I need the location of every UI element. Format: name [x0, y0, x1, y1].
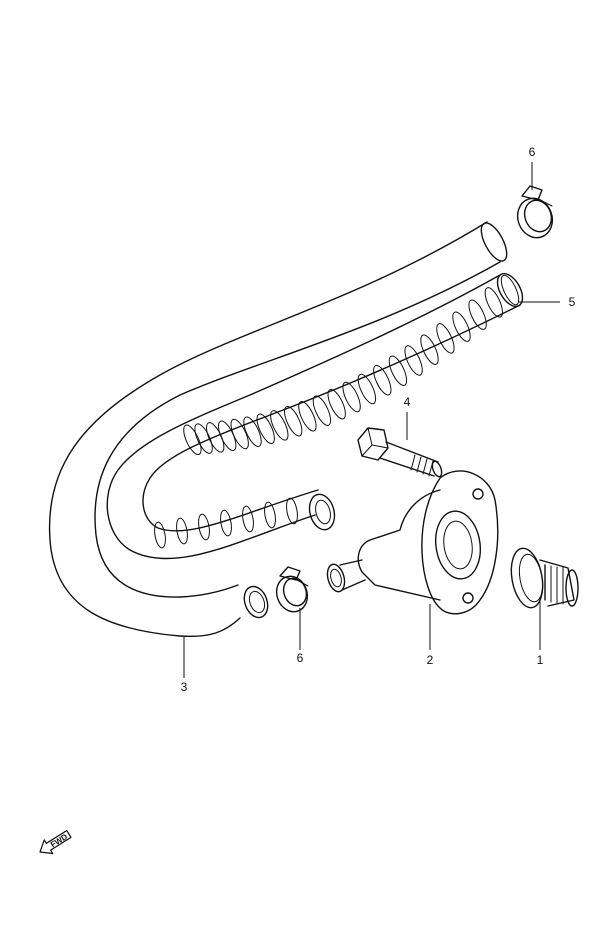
bolt-part-4[interactable] [357, 427, 443, 478]
sleeve-rib [373, 364, 392, 396]
sleeve-rib [243, 416, 262, 447]
leader-lines [183, 162, 560, 678]
callout-part-2: 2 [427, 653, 434, 667]
sleeve-rib [183, 424, 202, 456]
sleeve-rib [230, 418, 249, 450]
sleeve-rib [388, 355, 408, 386]
callout-part-1: 1 [537, 653, 544, 667]
sleeve-rib [436, 323, 455, 354]
sleeve-rib [484, 287, 503, 318]
sleeve-rib [270, 410, 289, 441]
hose-clamp-part-6-top[interactable] [512, 185, 558, 243]
sleeve-rib [286, 497, 298, 525]
sleeve-rib [194, 423, 213, 454]
plug-part-1[interactable] [507, 546, 579, 610]
housing-part-2[interactable] [325, 470, 499, 615]
fwd-arrow-icon: FWD [39, 829, 72, 855]
callout-part-3: 3 [181, 680, 188, 694]
callout-part-6-bottom: 6 [297, 651, 304, 665]
sleeve-ribs [154, 274, 520, 549]
callout-part-6-top: 6 [529, 145, 536, 159]
sleeve-rib [284, 405, 303, 437]
sleeve-rib [206, 422, 225, 453]
hose-part-3[interactable] [48, 219, 512, 638]
sleeve-rib [357, 373, 377, 405]
sleeve-rib [264, 501, 276, 529]
hose-clamp-part-6-bottom[interactable] [272, 566, 313, 616]
sleeve-rib [242, 505, 254, 533]
callout-part-5: 5 [569, 295, 576, 309]
sleeve-rib [312, 395, 332, 426]
callout-part-4: 4 [404, 395, 411, 409]
sleeve-rib [298, 401, 317, 432]
sleeve-rib [500, 274, 520, 306]
sleeve-rib [420, 334, 439, 365]
sleeve-rib [342, 381, 361, 413]
protector-sleeve-part-5[interactable] [106, 269, 527, 560]
sleeve-rib [154, 521, 166, 549]
sleeve-rib [452, 311, 471, 342]
sleeve-rib [468, 299, 487, 330]
sleeve-rib [220, 509, 232, 537]
sleeve-rib [404, 345, 423, 376]
sleeve-rib [256, 413, 275, 445]
sleeve-rib [176, 517, 188, 545]
sleeve-rib [198, 513, 210, 541]
sleeve-rib [327, 388, 346, 420]
